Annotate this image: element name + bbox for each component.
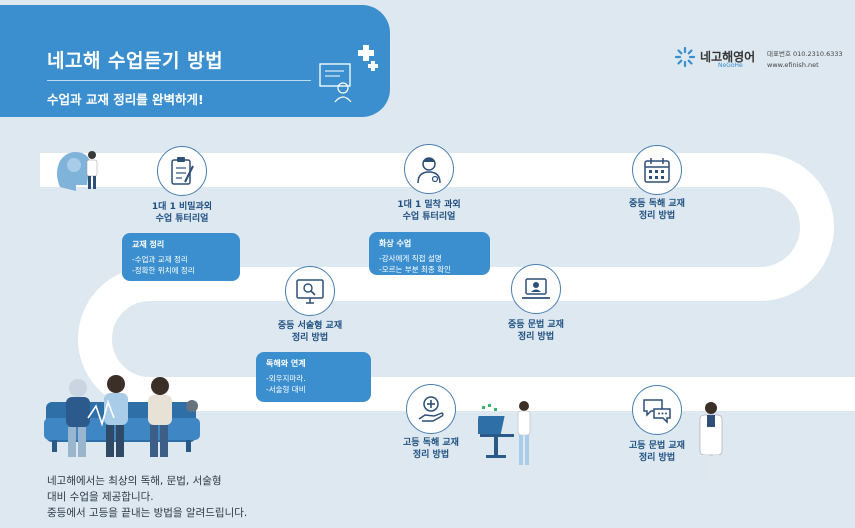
- step-label: 중등 서술형 교재 정리 방법: [250, 320, 370, 344]
- header-banner: [0, 5, 390, 117]
- callout-item: -강사에게 직접 설명: [379, 254, 442, 263]
- student-desk-illustration: [478, 401, 531, 465]
- callout-item: -모르는 부분 최종 확인: [379, 265, 451, 274]
- step-icon-circle: [404, 144, 454, 194]
- step-label: 중등 독해 교재 정리 방법: [597, 198, 717, 222]
- page-title: 네고해 수업듣기 방법: [47, 50, 224, 72]
- step-label: 1대 1 비밀과외 수업 튜터리얼: [122, 201, 242, 225]
- brand-name: 네고해영어: [700, 50, 756, 64]
- callout-box: 화상 수업 -강사에게 직접 설명 -모르는 부분 최종 확인: [369, 232, 490, 275]
- online-class-icon: [319, 45, 378, 103]
- step-icon-circle: [157, 146, 207, 196]
- callout-title: 독해와 연계: [266, 359, 306, 368]
- step-label-text: 1대 1 밀착 과외 수업 튜터리얼: [397, 200, 461, 222]
- step-label-text: 중등 서술형 교재 정리 방법: [277, 321, 343, 343]
- brain-head-icon: [57, 152, 92, 191]
- step-label-text: 중등 문법 교재 정리 방법: [508, 320, 564, 342]
- brand-url[interactable]: www.efinish.net: [767, 61, 819, 69]
- step-label-text: 중등 독해 교재 정리 방법: [629, 199, 685, 221]
- footer-line: 중등에서 고등을 끝내는 방법을 알려드립니다.: [47, 507, 248, 519]
- brand-phone: 대표번호 010.2310.6333: [767, 50, 843, 58]
- step-icon-circle: [406, 384, 456, 434]
- doctor-icon: [417, 157, 441, 184]
- page-subtitle: 수업과 교재 정리를 완벽하게!: [47, 92, 204, 107]
- calendar-icon: [644, 158, 670, 183]
- footer-line: 대비 수업을 제공합니다.: [47, 491, 154, 503]
- brand-contact: 대표번호 010.2310.6333 www.efinish.net: [767, 49, 843, 71]
- step-label: 중등 문법 교재 정리 방법: [476, 319, 596, 343]
- callout-title: 화상 수업: [379, 239, 412, 248]
- step-icon-circle: [632, 385, 682, 435]
- step-icon-circle: [285, 266, 335, 316]
- teacher-standing-illustration: [699, 402, 723, 481]
- callout-title: 교재 정리: [132, 240, 165, 249]
- laptop-user-icon: [522, 278, 550, 299]
- step-icon-circle: [632, 145, 682, 195]
- teacher-figure-icon: [86, 151, 98, 189]
- callout-box: 교재 정리 -수업과 교재 정리 -정확한 위치에 정리: [122, 233, 240, 281]
- footer-line: 네고해에서는 최상의 독해, 문법, 서술형: [47, 475, 222, 487]
- brand-logo-icon: [674, 46, 696, 68]
- callout-item: -정확한 위치에 정리: [132, 266, 195, 275]
- callout-item: -서술형 대비: [266, 385, 306, 394]
- students-sofa-illustration: [44, 375, 200, 457]
- step-label-text: 고등 문법 교재 정리 방법: [629, 441, 685, 463]
- chat-bubbles-icon: [643, 399, 671, 424]
- hand-plus-icon: [418, 396, 444, 422]
- title-divider: [47, 80, 311, 81]
- footer-text: 네고해에서는 최상의 독해, 문법, 서술형 대비 수업을 제공합니다. 중등에…: [47, 473, 247, 521]
- callout-item: -수업과 교재 정리: [132, 255, 188, 264]
- step-label-text: 1대 1 비밀과외 수업 튜터리얼: [151, 202, 213, 224]
- clipboard-icon: [171, 157, 194, 185]
- step-label-text: 고등 독해 교재 정리 방법: [403, 438, 459, 460]
- step-label: 고등 문법 교재 정리 방법: [597, 440, 717, 464]
- step-icon-circle: [511, 264, 561, 314]
- step-label: 고등 독해 교재 정리 방법: [371, 437, 491, 461]
- monitor-search-icon: [296, 279, 324, 304]
- brand-subname: NeGoHe: [718, 62, 743, 69]
- step-label: 1대 1 밀착 과외 수업 튜터리얼: [369, 199, 489, 223]
- callout-box: 독해와 연계 -외우지마라. -서술형 대비: [256, 352, 371, 402]
- callout-item: -외우지마라.: [266, 374, 306, 383]
